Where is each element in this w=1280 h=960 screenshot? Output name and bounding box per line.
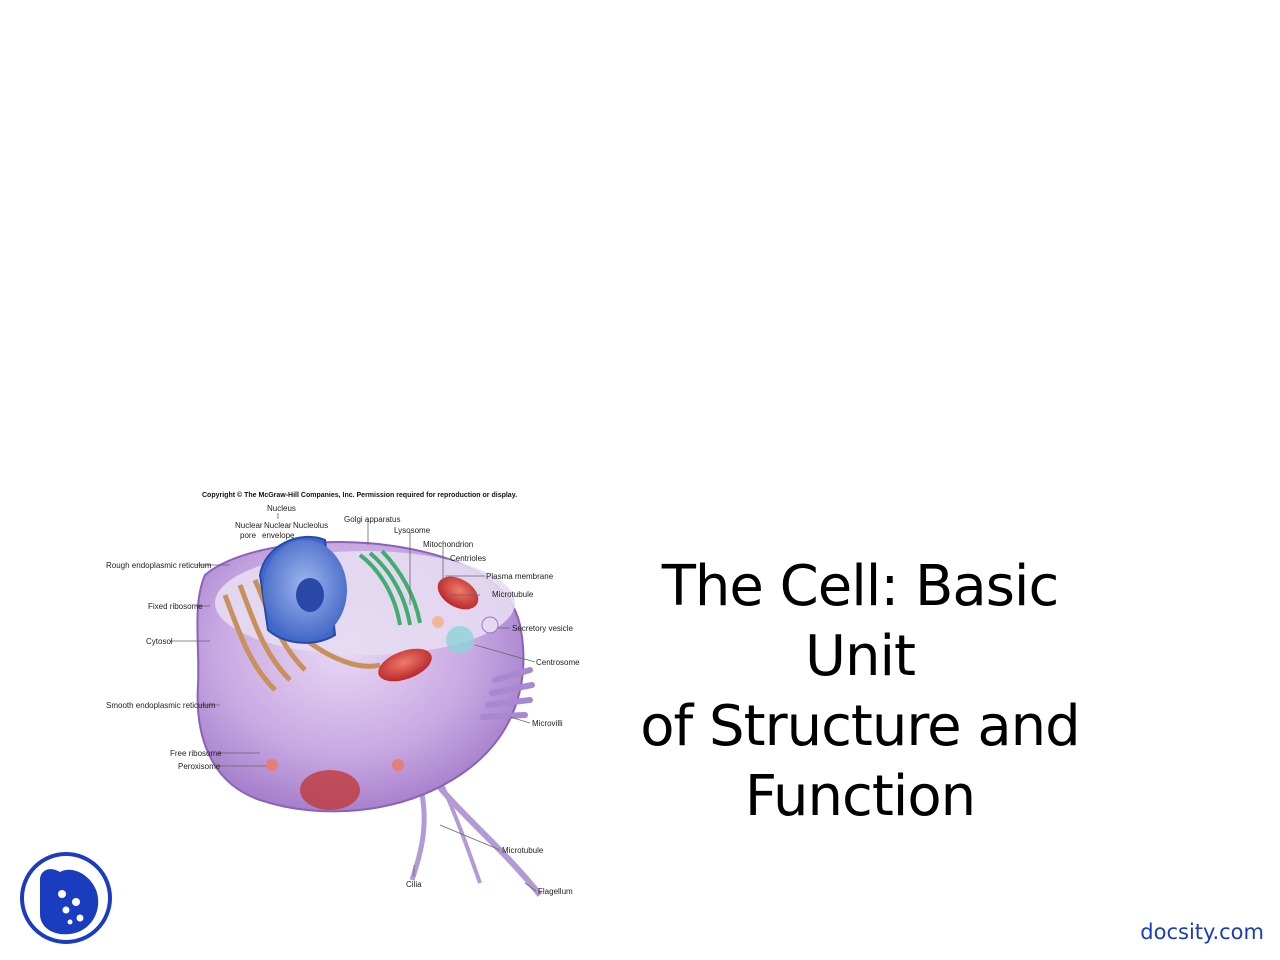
label-nuclear-pore-1: Nuclear [235, 521, 263, 530]
label-nucleus: Nucleus [267, 504, 296, 513]
copyright-text: Copyright © The McGraw-Hill Companies, I… [202, 491, 517, 499]
label-nucleolus: Nucleolus [293, 521, 328, 530]
label-microtubule-bottom: Microtubule [502, 846, 544, 855]
label-peroxisome: Peroxisome [178, 762, 221, 771]
label-cytosol: Cytosol [146, 637, 173, 646]
lysosome-shape [432, 616, 444, 628]
label-secretory-vesicle: Secretory vesicle [512, 624, 573, 633]
label-plasma-membrane: Plasma membrane [486, 572, 554, 581]
label-microvilli: Microvilli [532, 719, 563, 728]
label-mitochondrion: Mitochondrion [423, 540, 473, 549]
label-fixed-ribosome: Fixed ribosome [148, 602, 203, 611]
golgi-shape [358, 549, 422, 626]
docsity-brand-link[interactable]: docsity.com [1140, 920, 1264, 944]
label-centrosome: Centrosome [536, 658, 580, 667]
microvilli-shape [480, 667, 535, 720]
cilia-shape-2 [438, 779, 482, 884]
label-nuclear-envelope-2: envelope [262, 531, 295, 540]
label-flagellum: Flagellum [538, 887, 573, 896]
mitochondrion-shape [437, 576, 479, 610]
title-line-2: of Structure and [640, 694, 1080, 759]
title-line-3: Function [744, 764, 976, 829]
flagellum-shape [427, 773, 543, 897]
label-golgi: Golgi apparatus [344, 515, 400, 524]
peroxisome-shape [266, 759, 278, 771]
cilia-shape [409, 784, 427, 881]
secretory-vesicle-shape [481, 616, 499, 634]
label-nuclear-pore-2: pore [240, 531, 257, 540]
title-line-1: The Cell: Basic Unit [661, 554, 1060, 689]
centrosome-shape [446, 626, 474, 654]
peroxisome-shape-2 [392, 759, 404, 771]
nucleolus-shape [296, 578, 324, 612]
label-free-ribosome: Free ribosome [170, 749, 222, 758]
cell-diagram: Copyright © The McGraw-Hill Companies, I… [106, 491, 580, 897]
mitochondrion-shape-2 [378, 648, 432, 682]
slide-title: The Cell: Basic Unit of Structure and Fu… [600, 552, 1120, 832]
label-nuclear-envelope-1: Nuclear [264, 521, 292, 530]
label-cilia: Cilia [406, 880, 422, 889]
label-lysosome: Lysosome [394, 526, 431, 535]
label-centrioles: Centrioles [450, 554, 486, 563]
leader-lines [170, 513, 537, 892]
label-microtubule-top: Microtubule [492, 590, 534, 599]
mitochondrion-shape-3 [300, 770, 360, 810]
label-smooth-er: Smooth endoplasmic reticulum [106, 701, 216, 710]
label-rough-er: Rough endoplasmic reticulum [106, 561, 212, 570]
docsity-logo-icon [20, 852, 112, 944]
